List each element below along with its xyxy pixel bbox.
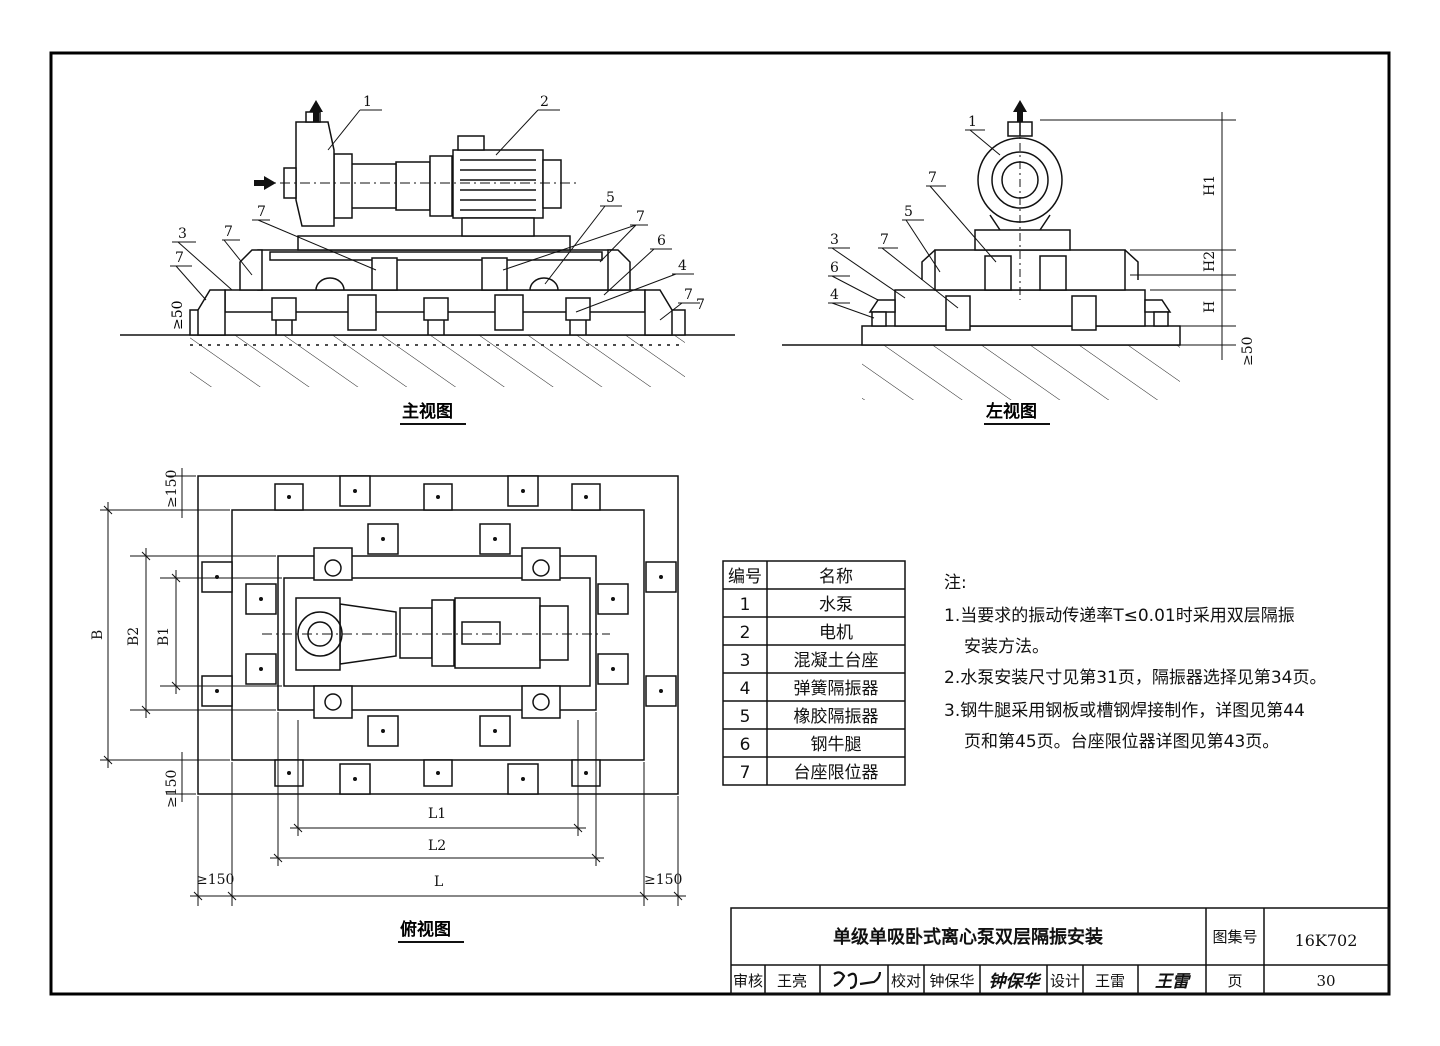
checker-name: 钟保华 bbox=[929, 972, 974, 990]
legend-row-no: 7 bbox=[740, 763, 751, 783]
page-number: 30 bbox=[1316, 972, 1335, 990]
note-line: 安装方法。 bbox=[964, 637, 1049, 657]
front-callout-2: 2 bbox=[540, 94, 549, 110]
front-callout-7c: 7 bbox=[257, 204, 266, 220]
reviewer-name: 王亮 bbox=[777, 972, 807, 990]
note-line: 3.钢牛腿采用钢板或槽钢焊接制作，详图见第44 bbox=[944, 701, 1305, 721]
sheet-border bbox=[49, 51, 1391, 996]
front-callout-7b: 7 bbox=[175, 250, 184, 266]
legend-row-no: 3 bbox=[740, 651, 751, 671]
side-callout-6: 6 bbox=[830, 260, 839, 276]
legend-row-no: 5 bbox=[740, 707, 751, 727]
legend-header-name: 名称 bbox=[819, 567, 853, 587]
side-callout-7a: 7 bbox=[928, 170, 937, 186]
front-view bbox=[120, 110, 735, 387]
front-callout-7d: 7 bbox=[636, 209, 645, 225]
legend-row-name: 台座限位器 bbox=[794, 763, 879, 783]
dim-H: H bbox=[1202, 301, 1218, 313]
legend-row-name: 橡胶隔振器 bbox=[794, 707, 879, 727]
side-view-caption: 左视图 bbox=[986, 401, 1037, 422]
check-label: 校对 bbox=[891, 972, 921, 990]
legend-header-no: 编号 bbox=[728, 567, 762, 587]
notes-title: 注: bbox=[944, 573, 967, 593]
side-dim-min50: ≥50 bbox=[1240, 336, 1256, 366]
front-callout-5: 5 bbox=[606, 190, 615, 206]
reviewer-signature bbox=[833, 971, 882, 990]
atlas-number: 16K702 bbox=[1295, 931, 1358, 950]
front-view-caption: 主视图 bbox=[402, 401, 453, 422]
front-callout-6: 6 bbox=[657, 233, 666, 249]
side-callout-4: 4 bbox=[830, 287, 839, 303]
note-line: 1.当要求的振动传递率T≤0.01时采用双层隔振 bbox=[944, 606, 1295, 626]
dim-B2: B2 bbox=[126, 627, 142, 646]
legend-row-no: 4 bbox=[740, 679, 751, 699]
top-view-caption: 俯视图 bbox=[400, 919, 451, 940]
drawing-title: 单级单吸卧式离心泵双层隔振安装 bbox=[833, 926, 1103, 948]
top-dim-min150-right: ≥150 bbox=[644, 872, 682, 888]
side-callout-5: 5 bbox=[904, 204, 913, 220]
designer-signature: 王雷 bbox=[1155, 972, 1191, 992]
side-callout-3: 3 bbox=[830, 232, 839, 248]
note-line: 页和第45页。台座限位器详图见第43页。 bbox=[964, 732, 1279, 752]
dim-B1: B1 bbox=[156, 627, 172, 646]
top-dim-min150-left: ≥150 bbox=[196, 872, 234, 888]
side-callout-1: 1 bbox=[968, 114, 977, 130]
front-callout-7e: 7 bbox=[684, 287, 693, 303]
page-label: 页 bbox=[1227, 972, 1242, 990]
title-block bbox=[730, 907, 1390, 995]
legend-row-no: 6 bbox=[740, 735, 751, 755]
top-dim-min150-lower: ≥150 bbox=[164, 770, 180, 808]
front-callout-4: 4 bbox=[678, 258, 687, 274]
dim-B: B bbox=[90, 630, 106, 640]
front-callout-3: 3 bbox=[178, 226, 187, 242]
front-callout-7a: 7 bbox=[224, 224, 233, 240]
legend-row-name: 电机 bbox=[819, 623, 853, 643]
side-view bbox=[782, 118, 1181, 400]
front-dim-min50: ≥50 bbox=[170, 300, 186, 330]
dim-H2: H2 bbox=[1202, 251, 1218, 272]
legend-row-no: 1 bbox=[740, 595, 751, 615]
legend-table bbox=[722, 560, 906, 786]
designer-name: 王雷 bbox=[1095, 972, 1125, 990]
dim-L2: L2 bbox=[428, 838, 446, 854]
legend-row-name: 钢牛腿 bbox=[811, 735, 862, 755]
front-callout-1: 1 bbox=[363, 94, 372, 110]
design-label: 设计 bbox=[1050, 972, 1080, 990]
front-callout-7f: 7 bbox=[696, 297, 705, 313]
checker-signature: 钟保华 bbox=[989, 972, 1043, 992]
top-dim-min150-upper: ≥150 bbox=[164, 470, 180, 508]
dim-H1: H1 bbox=[1202, 175, 1218, 196]
legend-row-no: 2 bbox=[740, 623, 751, 643]
atlas-label: 图集号 bbox=[1212, 928, 1257, 946]
side-callout-7b: 7 bbox=[880, 232, 889, 248]
legend-row-name: 混凝土台座 bbox=[794, 651, 879, 671]
top-view bbox=[197, 475, 679, 795]
dim-L1: L1 bbox=[428, 806, 446, 822]
legend-row-name: 水泵 bbox=[819, 595, 853, 615]
review-label: 审核 bbox=[733, 972, 763, 990]
note-line: 2.水泵安装尺寸见第31页，隔振器选择见第34页。 bbox=[944, 668, 1326, 688]
dim-L: L bbox=[434, 874, 443, 890]
legend-row-name: 弹簧隔振器 bbox=[794, 679, 879, 699]
